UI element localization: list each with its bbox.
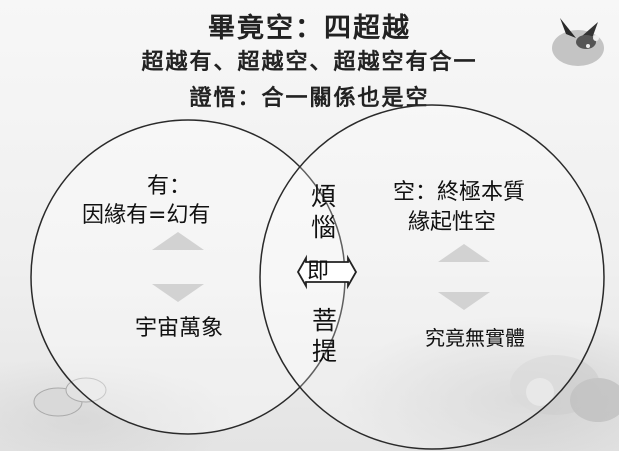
center-top-char-2: 惱 [311,213,337,242]
double-arrow-icon [296,254,358,290]
title-line-3: 證悟：合一關係也是空 [189,85,430,111]
right-arrow-shape [438,244,490,310]
left-heading: 有： [147,174,192,199]
right-bottom-label: 究竟無實體 [425,326,525,350]
left-bottom-label: 宇宙萬象 [135,316,224,341]
center-top-char-1: 煩 [311,182,337,211]
right-circle [259,104,605,450]
right-heading: 空：終極本質 [393,180,526,205]
title-line-1: 畢竟空：四超越 [208,13,411,44]
center-bottom-char-2: 提 [312,337,338,366]
center-middle-char: 即 [307,259,330,284]
right-subheading: 緣起性空 [408,210,497,235]
left-arrow-shape [152,232,204,302]
butterfly-icon [552,18,604,66]
left-subheading: 因緣有=幻有 [82,203,211,228]
center-bottom-char-1: 菩 [312,306,338,335]
title-line-2: 超越有、超越空、超越空有合一 [141,49,478,75]
butterfly-wing-decoration [33,377,107,417]
